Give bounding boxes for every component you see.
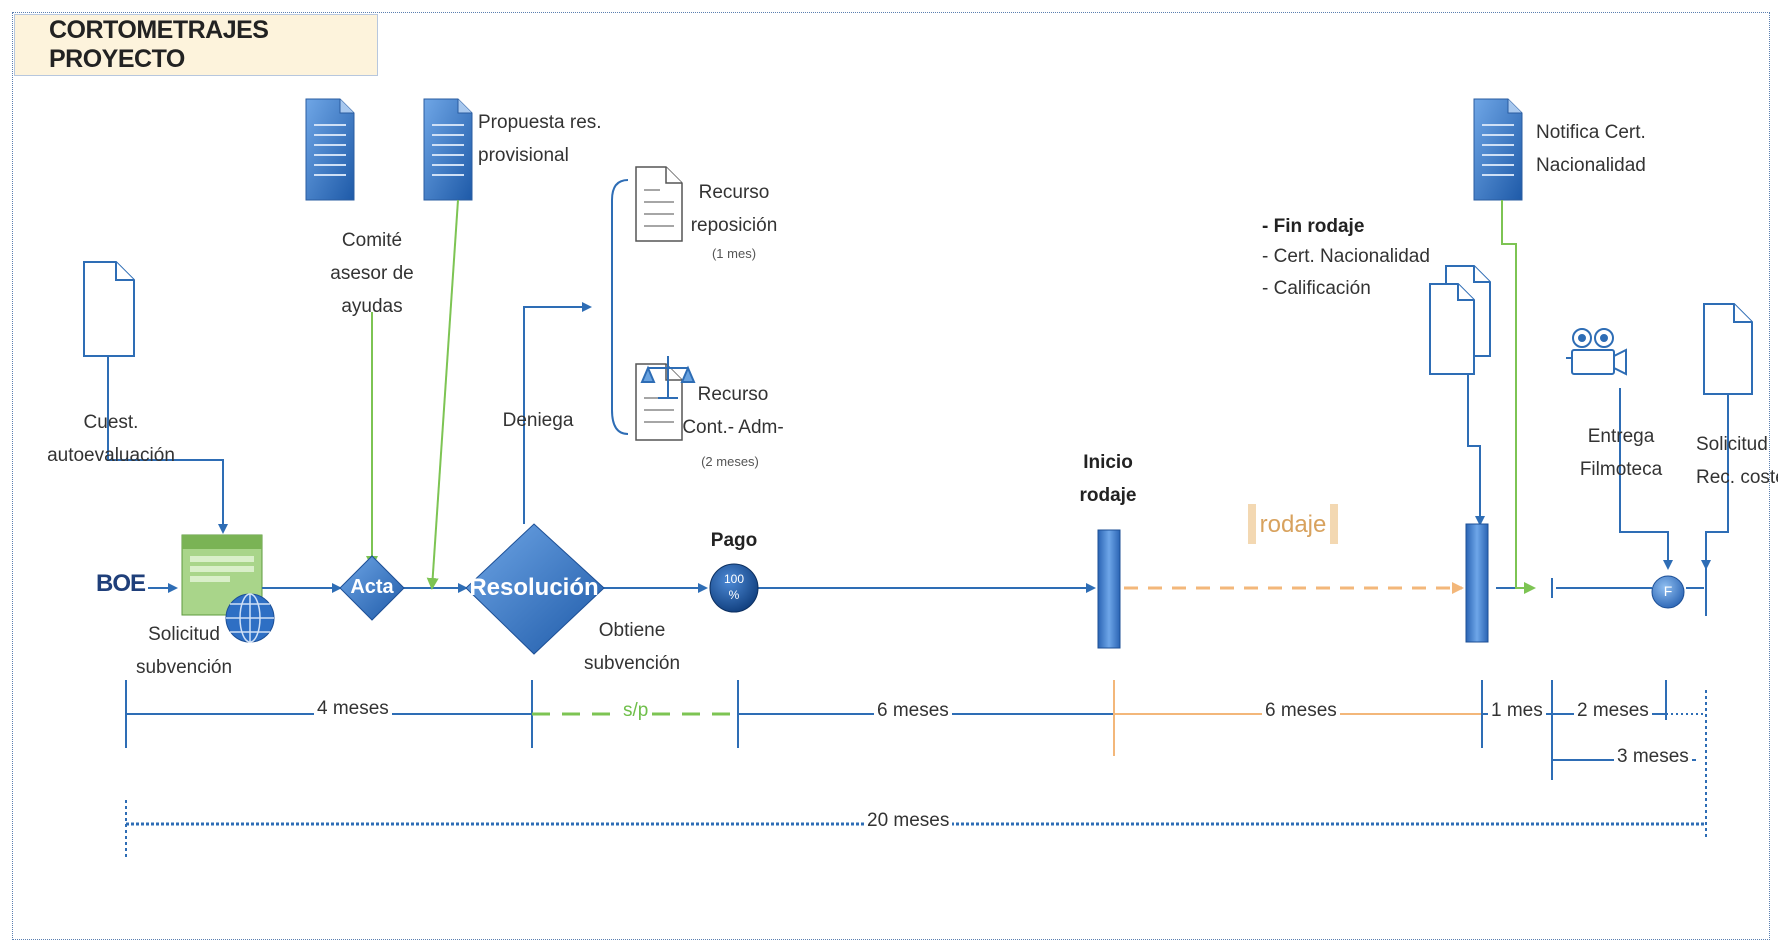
duration-sp: s/p <box>620 700 652 722</box>
recurso-reposicion-line2: reposición <box>690 215 778 236</box>
comite-label: Comité asesor de ayudas <box>312 224 432 323</box>
solicitud-coste-line2: Rec. coste <box>1696 467 1778 488</box>
pago-percent: 100 % <box>714 571 754 603</box>
calificacion-label: - Calificación <box>1262 278 1371 299</box>
green-flow <box>366 199 1536 594</box>
acta-label: Acta <box>350 576 394 598</box>
resolucion-label: Resolución <box>469 574 599 601</box>
recurso-reposicion-label: Recurso reposición <box>684 176 784 242</box>
propuesta-label-line1: Propuesta res. <box>478 112 602 133</box>
inicio-rodaje-bar[interactable] <box>1097 529 1121 649</box>
duration-total: 20 meses <box>864 810 953 832</box>
notifica-label-line2: Nacionalidad <box>1536 155 1646 176</box>
rodaje-label: rodaje <box>1259 511 1327 538</box>
entrega-label-line2: Filmoteca <box>1579 459 1663 480</box>
f-marker-label: F <box>1663 583 1673 599</box>
entrega-label-line1: Entrega <box>1587 426 1655 447</box>
recurso-reposicion-line1: Recurso <box>698 182 770 203</box>
cuestionario-document-icon <box>83 261 135 357</box>
duration-4-meses: 4 meses <box>314 698 392 720</box>
solicitud-form-icon <box>181 534 263 616</box>
propuesta-document-icon <box>423 98 473 201</box>
propuesta-label-line2: provisional <box>478 145 569 166</box>
pago-percent-value: 100 <box>723 572 745 586</box>
solicitud-coste-document-icon <box>1703 303 1753 395</box>
fin-rodaje-bar[interactable] <box>1465 523 1489 643</box>
pago-label: Pago <box>710 530 758 551</box>
entrega-label: Entrega Filmoteca <box>1566 420 1676 486</box>
boe-label: BOE <box>96 570 146 597</box>
globe-icon <box>225 593 275 643</box>
comite-document-icon <box>305 98 355 201</box>
recurso-contencioso-plazo: (2 meses) <box>701 454 759 469</box>
notifica-label: Notifica Cert. Nacionalidad <box>1536 116 1646 182</box>
duration-3-meses: 3 meses <box>1614 746 1692 768</box>
solicitud-label-line2: subvención <box>135 657 233 678</box>
inicio-rodaje-line1: Inicio <box>1083 452 1133 473</box>
diagram-title: CORTOMETRAJES PROYECTO <box>14 14 378 76</box>
recurso-contencioso-label: Recurso Cont.- Adm- <box>676 378 790 444</box>
notifica-document-icon <box>1473 98 1523 201</box>
film-camera-icon <box>1566 328 1627 376</box>
acta-node[interactable] <box>339 555 405 621</box>
solicitud-coste-label: Solicitud Rec. coste <box>1696 428 1778 494</box>
obtiene-label-line1: Obtiene <box>598 620 666 641</box>
pago-node[interactable] <box>709 563 759 613</box>
fin-rodaje-label: - Fin rodaje <box>1262 216 1365 237</box>
comite-label-line3: ayudas <box>341 296 403 317</box>
duration-6-meses-b: 6 meses <box>1262 700 1340 722</box>
deniega-label: Deniega <box>502 410 574 431</box>
comite-label-line2: asesor de <box>330 263 414 284</box>
cuestionario-label-line1: Cuest. <box>83 412 139 433</box>
solicitud-label-line1: Solicitud <box>148 624 220 645</box>
duration-6-meses-a: 6 meses <box>874 700 952 722</box>
main-flow <box>107 179 1729 616</box>
inicio-rodaje-label: Inicio rodaje <box>1060 446 1156 512</box>
cuestionario-label: Cuest. autoevaluación <box>46 406 176 472</box>
duration-1-mes: 1 mes <box>1488 700 1546 722</box>
f-marker[interactable] <box>1651 575 1685 609</box>
rodaje-tag <box>1248 504 1338 544</box>
recurso-reposicion-plazo: (1 mes) <box>711 246 757 261</box>
resolucion-node[interactable] <box>465 523 605 655</box>
diagram-frame <box>12 12 1770 940</box>
cert-nacionalidad-label: - Cert. Nacionalidad <box>1262 246 1430 267</box>
obtiene-label-line2: subvención <box>583 653 681 674</box>
solicitud-label: Solicitud subvención <box>124 618 244 684</box>
inicio-rodaje-line2: rodaje <box>1079 485 1137 506</box>
fin-rodaje-documents-icon <box>1429 265 1491 375</box>
pago-percent-sign: % <box>728 588 740 602</box>
scales-icon <box>640 356 696 399</box>
obtiene-label: Obtiene subvención <box>572 614 692 680</box>
propuesta-label: Propuesta res. provisional <box>478 106 602 172</box>
notifica-label-line1: Notifica Cert. <box>1536 122 1646 143</box>
solicitud-coste-line1: Solicitud <box>1696 434 1768 455</box>
recurso-contencioso-line2: Cont.- Adm- <box>682 417 784 438</box>
duration-2-meses: 2 meses <box>1574 700 1652 722</box>
cuestionario-label-line2: autoevaluación <box>47 445 175 466</box>
comite-label-line1: Comité <box>341 230 403 251</box>
recurso-contencioso-line1: Recurso <box>697 384 769 405</box>
recurso-reposicion-document-icon <box>635 166 683 242</box>
